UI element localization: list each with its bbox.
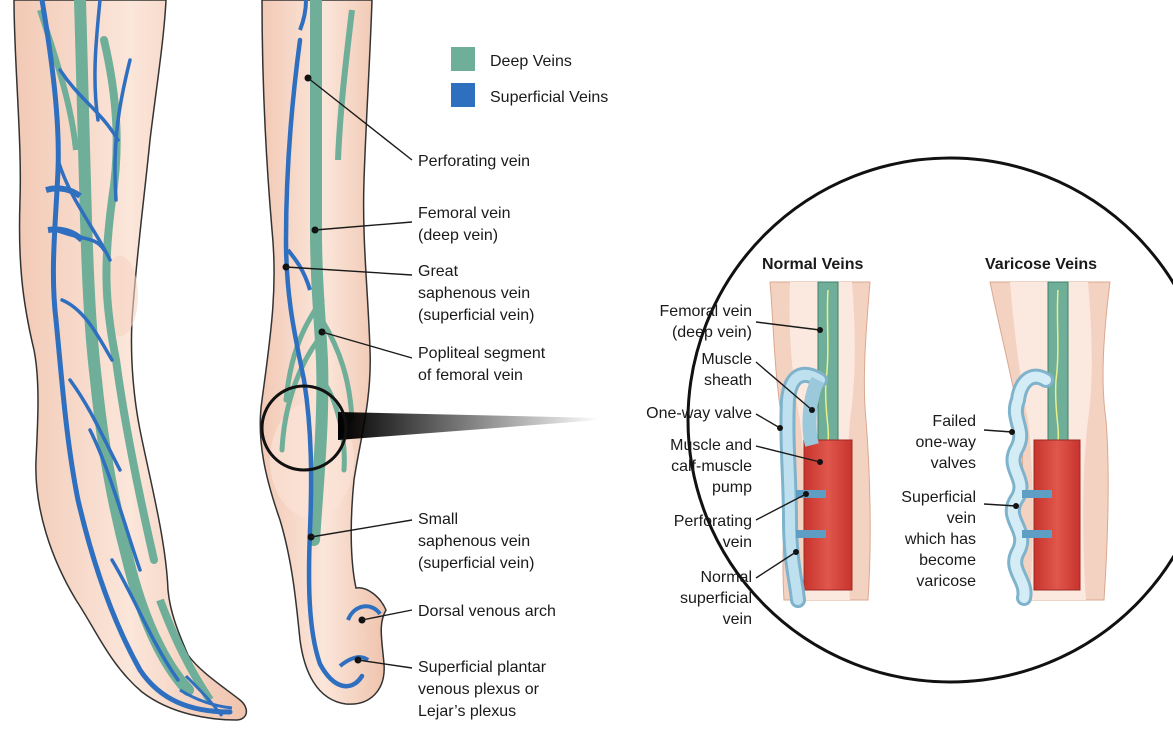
inset-label-perforating-2: vein bbox=[723, 534, 752, 551]
inset-label-perforating-1: Perforating bbox=[674, 513, 752, 530]
label-popliteal-2: of femoral vein bbox=[418, 367, 523, 384]
inset-label-femoral-1: Femoral vein bbox=[660, 303, 752, 320]
inset-label-pump-3: pump bbox=[712, 479, 752, 496]
inset-label-failed-3: valves bbox=[931, 455, 976, 472]
inset-label-varicose-1: Superficial bbox=[901, 489, 976, 506]
femoral-deep-vein-back bbox=[314, 0, 322, 540]
inset-label-normal-sup-3: vein bbox=[723, 611, 752, 628]
varicose-veins-title: Varicose Veins bbox=[985, 256, 1097, 273]
inset-label-varicose-3: which has bbox=[904, 531, 976, 548]
normal-perforating-vein-2 bbox=[796, 530, 826, 538]
zoom-beam bbox=[338, 412, 600, 440]
label-perforating-vein: Perforating vein bbox=[418, 153, 530, 170]
inset-label-varicose-4: become bbox=[919, 552, 976, 569]
legend-label-deep: Deep Veins bbox=[490, 53, 572, 70]
legend: Deep Veins Superficial Veins bbox=[451, 47, 608, 107]
inset-label-varicose-5: varicose bbox=[916, 573, 976, 590]
label-dorsal-arch: Dorsal venous arch bbox=[418, 603, 556, 620]
front-leg-skin bbox=[14, 0, 246, 720]
inset-label-normal-sup-2: superficial bbox=[680, 590, 752, 607]
inset-label-femoral-2: (deep vein) bbox=[672, 324, 752, 341]
normal-muscle-pump bbox=[804, 440, 852, 590]
legend-swatch-superficial bbox=[451, 83, 475, 107]
inset-label-normal-sup-1: Normal bbox=[700, 569, 752, 586]
label-small-saphenous-2: saphenous vein bbox=[418, 533, 530, 550]
label-plantar-1: Superficial plantar bbox=[418, 659, 547, 676]
varicose-perforating-vein-1 bbox=[1022, 490, 1052, 498]
varicose-muscle-pump bbox=[1034, 440, 1080, 590]
label-plantar-2: venous plexus or bbox=[418, 681, 540, 698]
label-popliteal-1: Popliteal segment bbox=[418, 345, 546, 362]
label-femoral-vein-2: (deep vein) bbox=[418, 227, 498, 244]
front-leg-illustration bbox=[14, 0, 246, 720]
label-femoral-vein-1: Femoral vein bbox=[418, 205, 510, 222]
label-plantar-3: Lejar’s plexus bbox=[418, 703, 516, 720]
legend-label-superficial: Superficial Veins bbox=[490, 89, 608, 106]
inset-label-sheath-2: sheath bbox=[704, 372, 752, 389]
inset-label-valve: One-way valve bbox=[646, 405, 752, 422]
inset-label-varicose-2: vein bbox=[947, 510, 976, 527]
inset-label-pump-2: calf-muscle bbox=[671, 458, 752, 475]
normal-veins-title: Normal Veins bbox=[762, 256, 863, 273]
inset-label-sheath-1: Muscle bbox=[701, 351, 752, 368]
label-small-saphenous-3: (superficial vein) bbox=[418, 555, 534, 572]
label-great-saphenous-1: Great bbox=[418, 263, 459, 280]
label-great-saphenous-2: saphenous vein bbox=[418, 285, 530, 302]
varicose-perforating-vein-2 bbox=[1022, 530, 1052, 538]
inset-label-failed-2: one-way bbox=[916, 434, 976, 451]
legend-swatch-deep bbox=[451, 47, 475, 71]
label-great-saphenous-3: (superficial vein) bbox=[418, 307, 534, 324]
inset-magnified-view: Normal Veins Varicose Veins bbox=[646, 158, 1173, 682]
label-small-saphenous-1: Small bbox=[418, 511, 458, 528]
inset-label-failed-1: Failed bbox=[932, 413, 976, 430]
inset-label-pump-1: Muscle and bbox=[670, 437, 752, 454]
